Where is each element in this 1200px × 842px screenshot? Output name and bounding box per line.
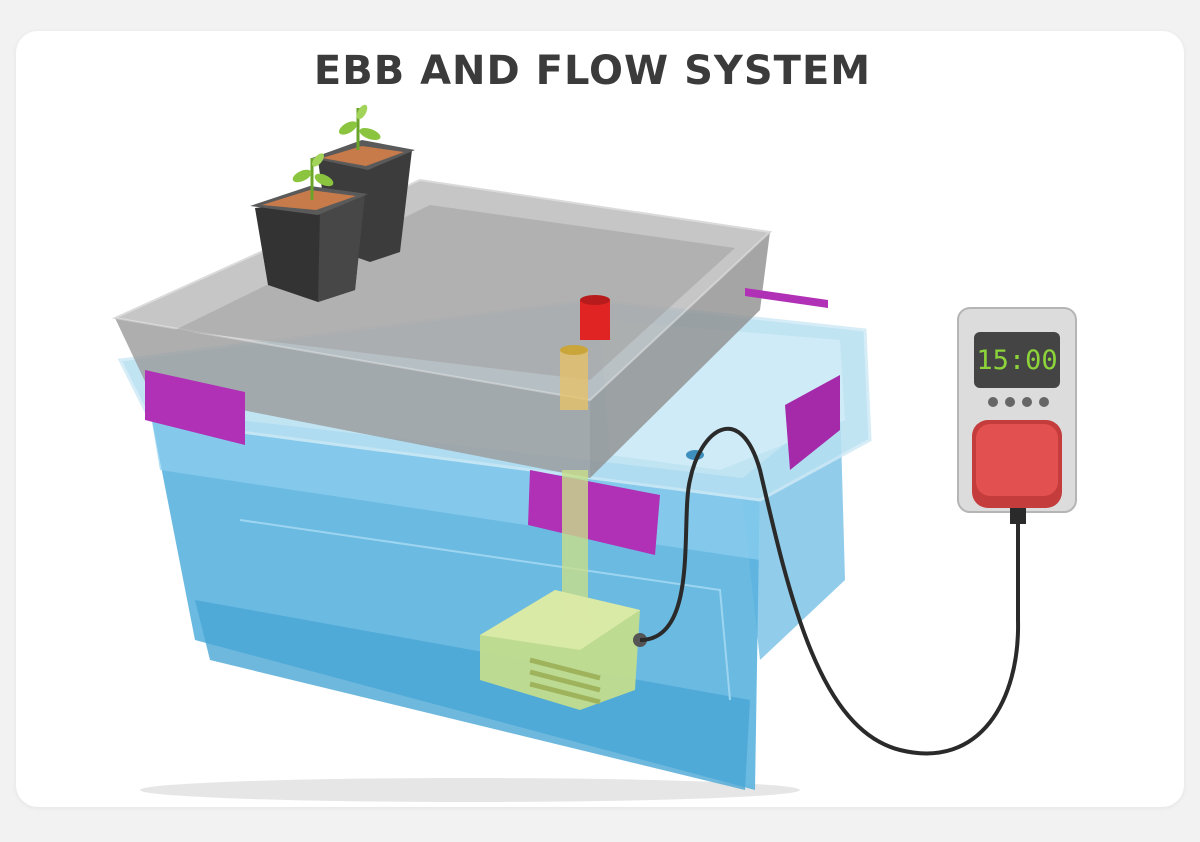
lid-latches: [145, 288, 840, 555]
pump-vents: [529, 657, 601, 705]
pot-front-side: [318, 195, 365, 302]
seedling-back-leaf-2: [359, 127, 381, 141]
overflow-pipe-top: [580, 295, 610, 305]
power-cord-icon: [639, 426, 1021, 756]
seedling-front-leaf-3: [312, 153, 324, 167]
latch-right: [785, 375, 840, 470]
seedling-front-leaf-1: [292, 169, 312, 183]
fill-pipe-top: [560, 345, 588, 355]
seedling-back-leaf-3: [356, 104, 368, 120]
timer-dot-3: [1022, 397, 1032, 407]
pump-top: [480, 590, 640, 650]
timer-dot-2: [1005, 397, 1015, 407]
timer-dot-1: [988, 397, 998, 407]
plant-pot-icon: [250, 140, 415, 302]
timer-plug-button: [976, 424, 1058, 496]
latch-left: [145, 370, 245, 445]
seedling-front-leaf-2: [314, 173, 334, 187]
overflow-pipe: [580, 300, 610, 340]
tray-fittings: [560, 295, 610, 410]
timer-cord-plug: [1010, 508, 1026, 524]
pot-back-soil: [322, 146, 404, 166]
seedling-icon: [292, 104, 381, 200]
reservoir-ridge: [239, 519, 731, 701]
timer-screen: [974, 332, 1060, 388]
reservoir-bottom: [195, 600, 750, 790]
flood-tray-right: [590, 232, 770, 478]
diagram-title: EBB AND FLOW SYSTEM: [313, 48, 872, 94]
water-pump-icon: [480, 470, 647, 710]
timer-dot-4: [1039, 397, 1049, 407]
fill-pipe: [560, 350, 588, 410]
timer-display: 15:00: [976, 345, 1057, 376]
latch-back: [745, 288, 828, 308]
timer-icon: 15:00: [957, 307, 1077, 524]
reservoir-shadow: [140, 778, 800, 802]
flood-tray-front: [115, 318, 590, 478]
pot-front-soil: [262, 190, 356, 210]
seedling-back-leaf-1: [338, 121, 358, 135]
latch-front: [528, 470, 660, 555]
